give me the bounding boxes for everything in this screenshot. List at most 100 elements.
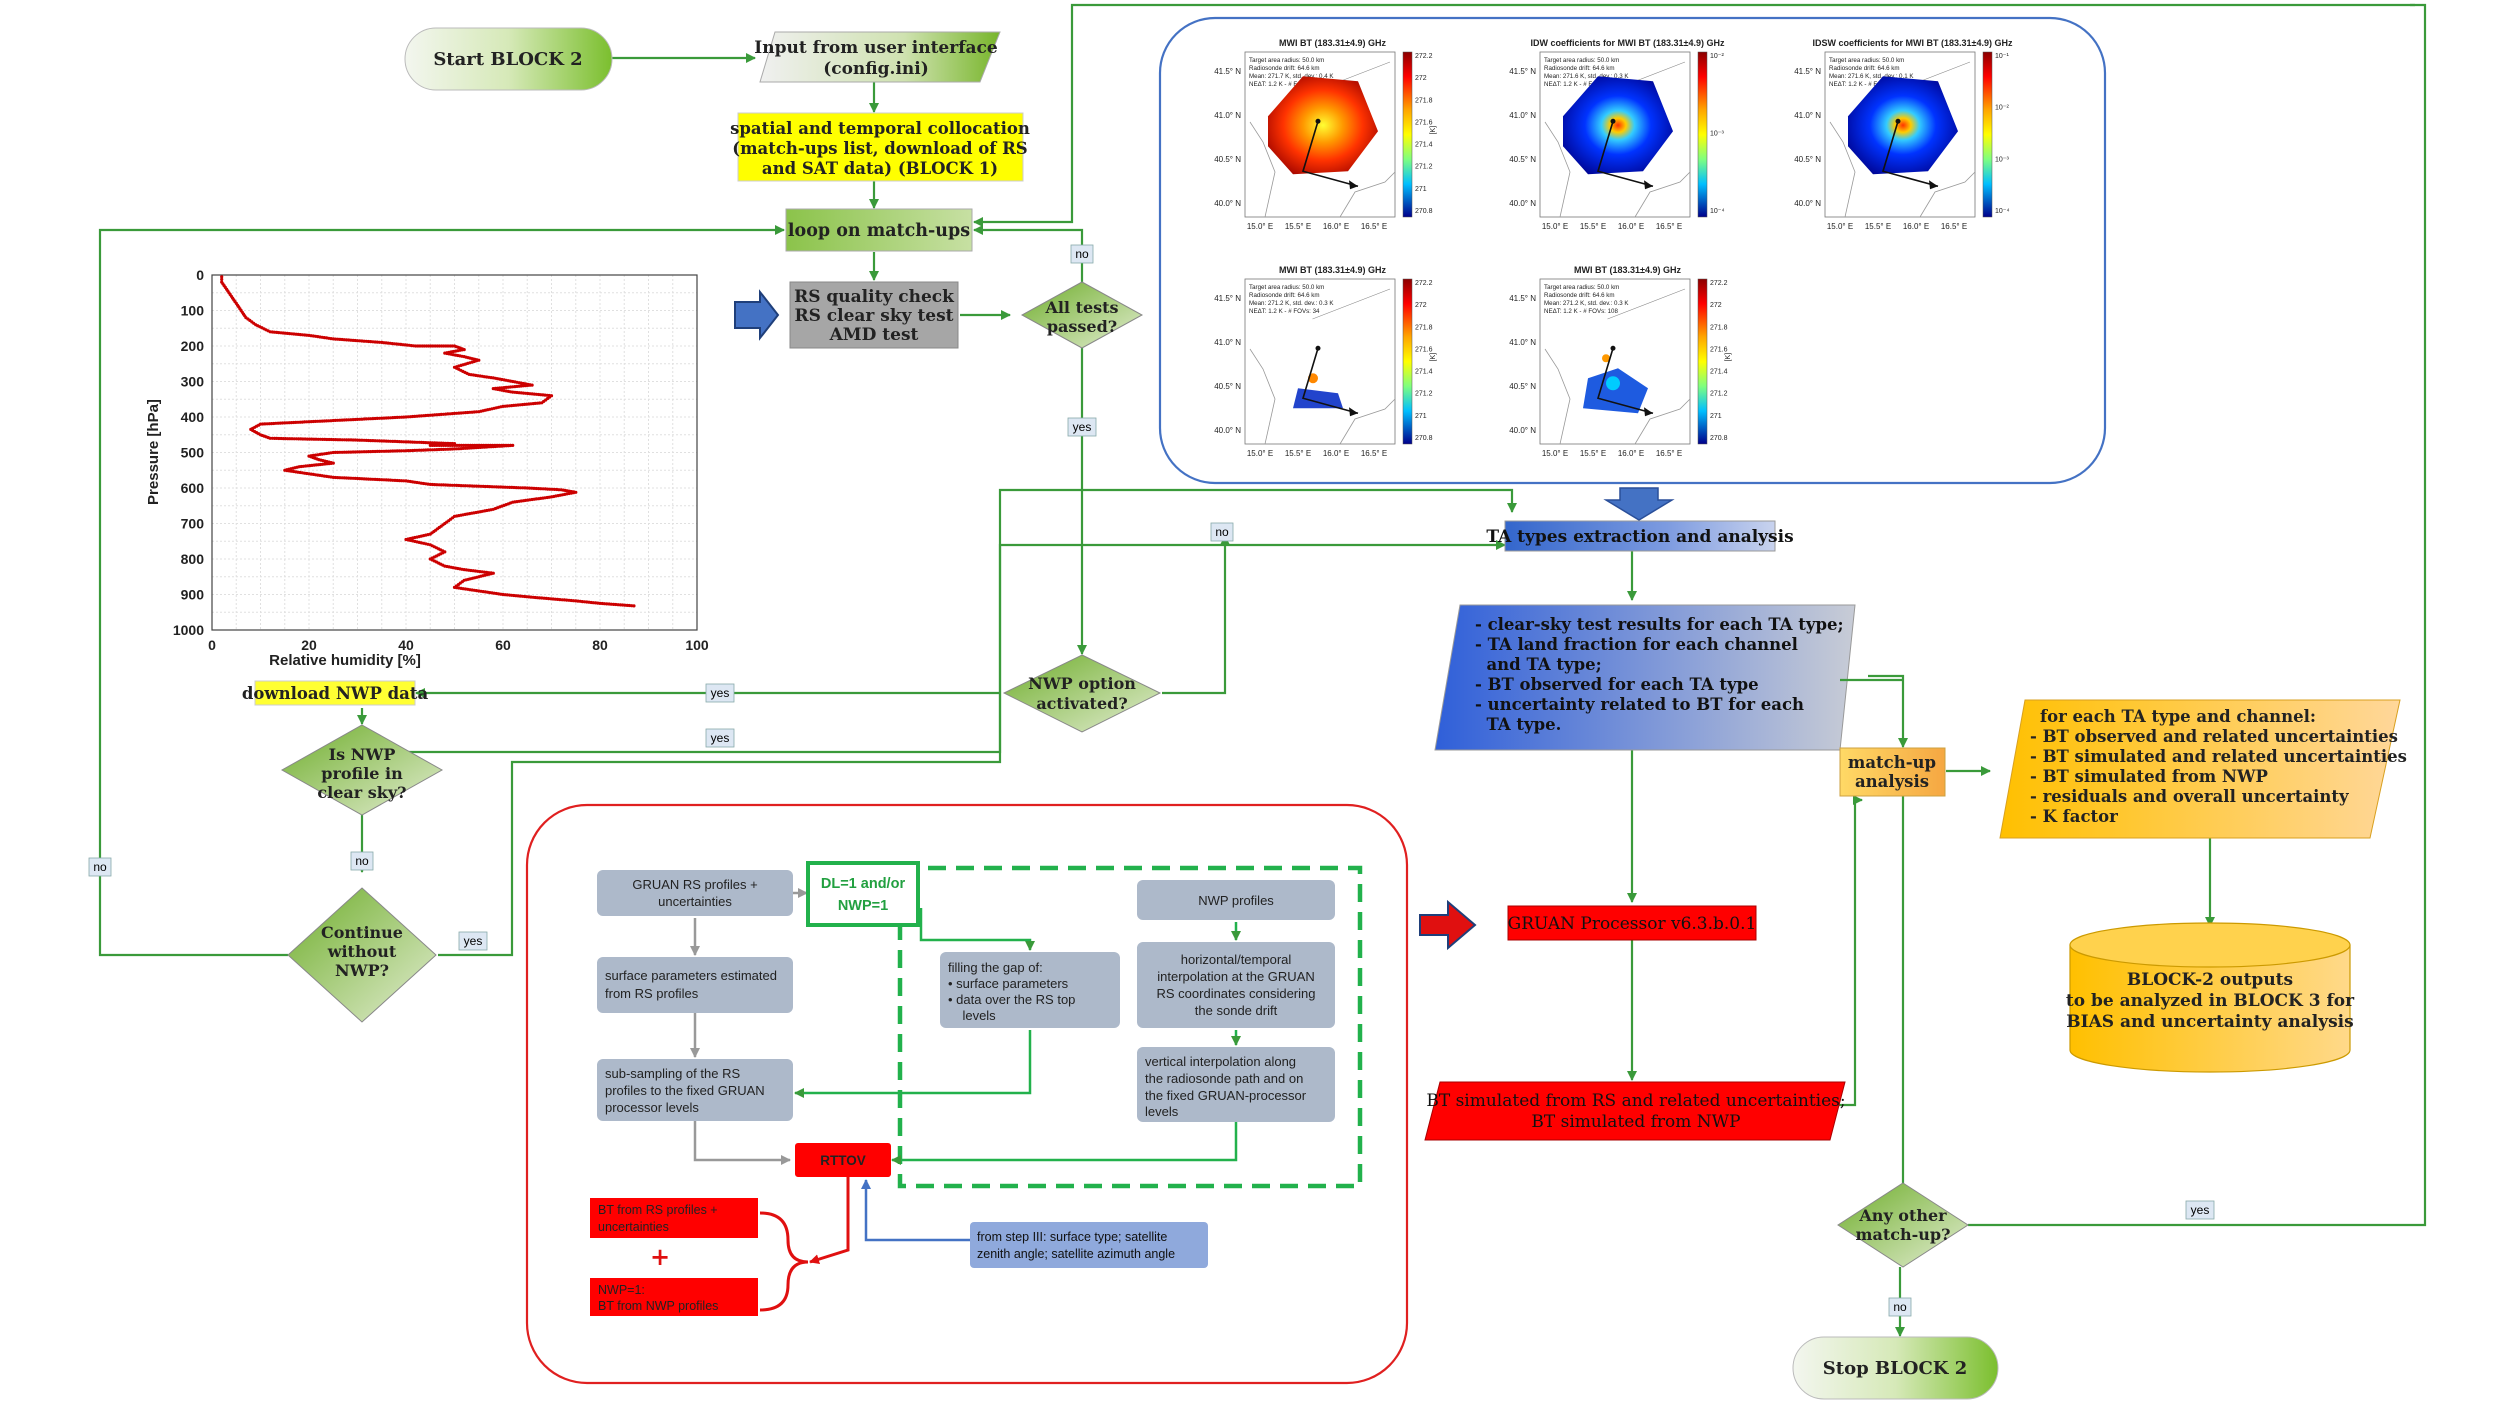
lon-tick: 16.0° E	[1323, 222, 1349, 231]
launch-site	[1315, 345, 1321, 351]
info-leader-line	[1312, 288, 1391, 320]
colorbar	[1982, 51, 1993, 218]
colorbar-tick: 270.8	[1415, 435, 1433, 442]
filling-gap-box: filling the gap of: • surface parameters…	[940, 952, 1120, 1028]
vertical-interp-box: vertical interpolation along the radioso…	[1137, 1047, 1335, 1122]
map-thumbnail: IDW coefficients for MWI BT (183.31±4.9)…	[1509, 38, 1725, 231]
from-step-box: from step III: surface type; satellite z…	[970, 1222, 1208, 1268]
tag-yes-all-tests: yes	[1067, 417, 1097, 437]
profile-point	[439, 443, 443, 447]
chart-points	[220, 275, 636, 608]
any-other-matchup-diamond: Any other match-up?	[1837, 1182, 1969, 1268]
profile-point	[461, 484, 465, 488]
profile-point	[404, 440, 408, 444]
idw-field-blob	[1563, 76, 1673, 175]
map-info-text: NEΔT: 1.2 K - # FOVs: 534	[1829, 81, 1903, 88]
profile-point	[382, 449, 386, 453]
grey-arrows	[690, 888, 808, 1165]
profile-point	[453, 443, 457, 447]
block2-outputs-line-2: to be analyzed in BLOCK 3 for	[2066, 991, 2355, 1011]
profile-point	[220, 277, 224, 281]
profile-point	[550, 487, 554, 491]
chart-frame	[211, 274, 698, 631]
tag-text: yes	[1073, 420, 1092, 434]
rttov-label: RTTOV	[820, 1153, 866, 1168]
profile-point	[415, 440, 419, 444]
bt-nwp-line-1: NWP=1:	[598, 1283, 645, 1297]
colorbar-unit: [K]	[1725, 353, 1732, 362]
vertical-interp-line-2: the radiosonde path and on	[1145, 1071, 1303, 1086]
profile-point	[462, 443, 466, 447]
profile-point	[422, 344, 426, 348]
drift-arrow-head	[1349, 180, 1358, 190]
profile-point	[623, 603, 627, 607]
profile-point	[297, 437, 301, 441]
drift-arrow-head	[1929, 180, 1938, 190]
outputs-line-6: - K factor	[2030, 807, 2118, 826]
idw-field-blob	[1848, 76, 1958, 175]
filling-gap-line-2: • surface parameters	[948, 976, 1069, 991]
download-nwp-box: download NWP data	[242, 680, 428, 706]
radiosonde-path	[1301, 121, 1359, 188]
profile-point	[288, 437, 292, 441]
profile-point	[616, 603, 620, 607]
surface-params-line-2: from RS profiles	[605, 986, 699, 1001]
big-arrow-to-rs-check	[734, 289, 780, 341]
nwp-profiles-label: NWP profiles	[1198, 893, 1274, 908]
input-line-2: (config.ini)	[823, 59, 929, 79]
colorbar-unit: [K]	[1430, 353, 1437, 362]
x-tick-label: 40	[398, 637, 414, 653]
profile-point	[469, 568, 473, 573]
gruan-processor-label: GRUAN Processor v6.3.b.0.1	[1508, 914, 1757, 934]
profile-point	[558, 598, 562, 602]
profile-point	[557, 488, 561, 492]
profile-point	[391, 439, 395, 443]
y-tick-label: 300	[181, 374, 205, 390]
map-info-text: Radiosonde drift: 64.6 km	[1829, 65, 1900, 72]
profile-point	[437, 344, 441, 348]
profile-point	[419, 448, 423, 452]
profile-point	[546, 487, 550, 491]
tag-no-nwp-clear: no	[350, 851, 374, 871]
profile-point	[439, 483, 443, 487]
profile-point	[283, 421, 287, 425]
lon-tick: 16.5° E	[1361, 222, 1387, 231]
profile-point	[377, 439, 382, 443]
collocation-line-1: spatial and temporal collocation	[730, 119, 1030, 138]
colorbar-tick: 272	[1415, 302, 1427, 309]
y-tick-label: 500	[181, 445, 205, 461]
drift-arrow-head	[1644, 407, 1653, 417]
bt-simulated-line-1: BT simulated from RS and related uncerta…	[1426, 1091, 1845, 1111]
x-tick-label: 100	[685, 637, 709, 653]
map-info-text: Mean: 271.6 K, std. dev.: 0.3 K	[1544, 73, 1629, 80]
map-info-text: Radiosonde drift: 64.6 km	[1544, 65, 1615, 72]
lon-tick: 15.0° E	[1247, 449, 1273, 458]
map-title: MWI BT (183.31±4.9) GHz	[1279, 38, 1386, 48]
map-title: MWI BT (183.31±4.9) GHz	[1279, 265, 1386, 275]
outputs-list-parallelogram: for each TA type and channel: - BT obser…	[1999, 699, 2407, 839]
profile-point	[609, 602, 613, 606]
coastline	[1544, 348, 1691, 445]
from-step-line-1: from step III: surface type; satellite	[977, 1230, 1167, 1244]
profile-point	[281, 437, 285, 441]
tag-no-any-other: no	[1888, 1297, 1912, 1317]
map-frame	[1244, 278, 1396, 445]
profile-point	[433, 344, 437, 348]
profile-point	[340, 450, 344, 454]
all-tests-line-1: All tests	[1044, 298, 1118, 317]
lat-tick: 40.0° N	[1509, 199, 1536, 208]
profile-point	[327, 437, 331, 442]
profile-point	[430, 448, 435, 452]
profile-point	[544, 596, 548, 601]
profile-point	[373, 449, 377, 454]
profile-point	[442, 443, 446, 447]
colorbar-unit: [K]	[1430, 126, 1437, 135]
subsampling-line-2: profiles to the fixed GRUAN	[605, 1083, 765, 1098]
launch-site	[1895, 118, 1901, 124]
lon-tick: 15.5° E	[1285, 449, 1311, 458]
info-leader-line	[1607, 288, 1686, 320]
lat-tick: 41.0° N	[1509, 111, 1536, 120]
continue-line-2: without	[327, 942, 397, 961]
